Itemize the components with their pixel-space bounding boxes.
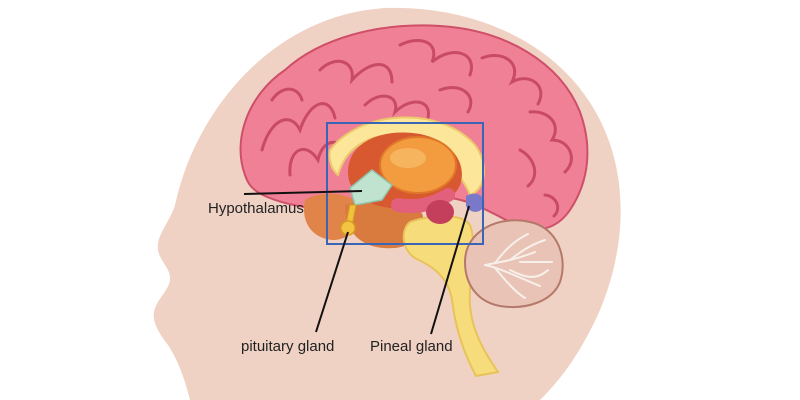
- pituitary-pointer-line: [315, 231, 349, 333]
- pineal-gland-label: Pineal gland: [370, 338, 453, 355]
- pineal-region: [466, 193, 485, 212]
- cerebellum-arbor: [484, 233, 553, 299]
- hypothalamus-region: [349, 169, 394, 206]
- pituitary-gland-label: pituitary gland: [241, 338, 335, 355]
- highlight-box: [326, 122, 484, 245]
- midbrain-tube: [391, 188, 455, 214]
- cerebrum-folds: [260, 39, 573, 218]
- cerebellum: [463, 219, 564, 308]
- hypothalamus-pointer-line: [243, 190, 363, 195]
- hypothalamus-label: Hypothalamus: [208, 200, 304, 217]
- brainstem: [402, 215, 500, 378]
- midbrain-knob: [426, 200, 454, 224]
- pineal-pointer-line: [430, 205, 470, 335]
- thalamus-highlight: [390, 148, 426, 168]
